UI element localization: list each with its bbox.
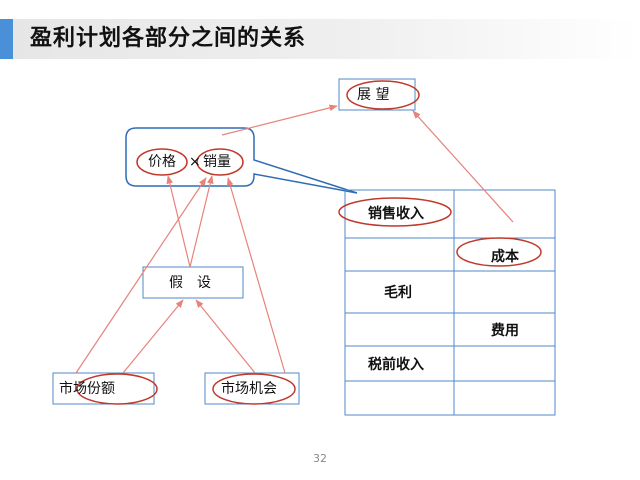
arrow-assumption-to-price: [166, 175, 191, 268]
highlight-volume: [196, 148, 244, 176]
arrow-share-to-assumption: [122, 299, 184, 374]
table-cell-expenses: 费用: [491, 323, 519, 339]
highlight-sales-revenue: [338, 197, 452, 227]
arrow-opportunity-to-assumption: [195, 299, 256, 374]
table-cell-sales-revenue: 销售收入: [368, 206, 424, 222]
times-symbol: ×: [189, 154, 201, 170]
highlight-outlook: [346, 80, 420, 110]
outlook-box: [338, 78, 416, 111]
highlight-market-opportunity: [212, 373, 296, 405]
market-share-box: [52, 372, 155, 405]
arrow-cost-to-outlook: [412, 110, 514, 223]
arrow-opportunity-to-volume: [226, 177, 286, 374]
highlight-market-share: [76, 373, 158, 405]
assumption-label: 假 设: [169, 275, 211, 291]
income-table: [344, 189, 556, 416]
title-bar: 盈利计划各部分之间的关系: [0, 19, 640, 59]
highlight-price: [136, 148, 188, 176]
arrow-pricevolume-to-outlook: [221, 104, 338, 136]
market-opportunity-label: 市场机会: [221, 381, 277, 397]
outlook-label: 展 望: [357, 87, 390, 103]
volume-label: 销量: [203, 154, 231, 170]
table-cell-gross-profit: 毛利: [384, 285, 412, 301]
table-cell-pretax-income: 税前收入: [368, 357, 424, 373]
arrow-share-to-volume: [75, 177, 207, 374]
price-volume-callout: [125, 127, 358, 194]
slide-title: 盈利计划各部分之间的关系: [30, 26, 307, 51]
arrow-assumption-to-volume: [189, 175, 214, 268]
market-share-label: 市场份额: [59, 381, 115, 397]
page-number: 32: [313, 452, 327, 465]
price-label: 价格: [148, 154, 176, 170]
table-cell-cost: 成本: [491, 249, 519, 265]
highlight-cost: [456, 237, 542, 267]
assumption-box: [142, 266, 244, 299]
title-accent-bar: [0, 19, 13, 59]
